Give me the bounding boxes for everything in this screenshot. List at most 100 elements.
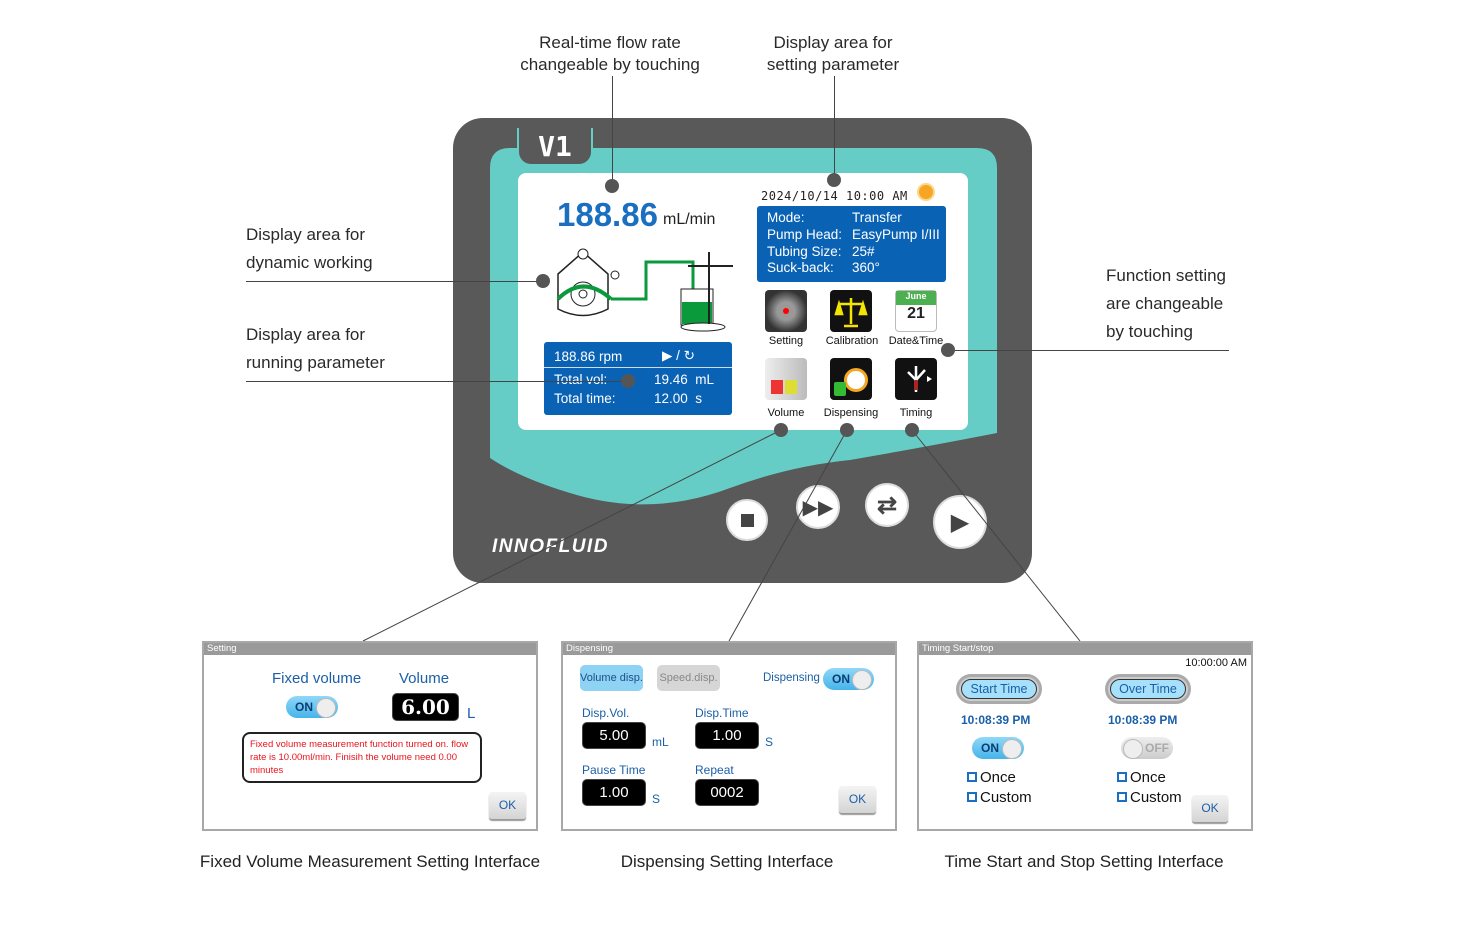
- start-time-button[interactable]: Start Time: [956, 674, 1042, 704]
- datetime-display: 2024/10/14 10:00 AM: [761, 189, 908, 203]
- gear-icon[interactable]: [765, 290, 807, 332]
- over-time-toggle[interactable]: OFF: [1121, 737, 1173, 759]
- annotation-setting-parameter: Display area for setting parameter: [767, 32, 899, 76]
- panel-title: Dispensing: [563, 643, 895, 655]
- info-row-pump-head: Pump Head:EasyPump I/III: [767, 227, 940, 242]
- stopwatch-icon[interactable]: [830, 358, 872, 400]
- fixed-volume-toggle[interactable]: ON: [286, 696, 338, 718]
- function-datetime-label[interactable]: Date&Time: [888, 335, 944, 347]
- ok-button[interactable]: OK: [1192, 795, 1228, 822]
- pause-time-label: Pause Time: [582, 763, 646, 777]
- ok-button[interactable]: OK: [839, 786, 876, 813]
- stop-button[interactable]: [726, 499, 768, 541]
- panel-title: Setting: [204, 643, 536, 655]
- leader-line: [948, 350, 1229, 351]
- start-time-label: Start Time: [961, 679, 1037, 699]
- caption-timing: Time Start and Stop Setting Interface: [944, 852, 1224, 871]
- volume-unit: L: [467, 705, 476, 722]
- pump-illustration: [556, 248, 733, 332]
- function-volume-label[interactable]: Volume: [767, 407, 805, 419]
- ok-button[interactable]: OK: [489, 792, 526, 819]
- start-time-value: 10:08:39 PM: [961, 713, 1031, 727]
- info-row-mode: Mode:Transfer: [767, 210, 902, 225]
- timing-panel: Timing Start/stop 10:00:00 AM Start Time…: [917, 641, 1253, 831]
- annotation-line: dynamic working: [246, 253, 373, 272]
- total-vol-value: 19.46 mL: [654, 372, 715, 387]
- over-time-label: Over Time: [1110, 679, 1186, 699]
- dispensing-label: Dispensing: [763, 672, 820, 684]
- annotation-line: Display area for: [246, 225, 366, 244]
- annotation-line: running parameter: [246, 353, 385, 372]
- annotation-line: Display area for: [246, 325, 366, 344]
- calendar-month: June: [896, 291, 936, 305]
- pause-time-input[interactable]: 1.00: [582, 779, 646, 806]
- leader-dot: [621, 374, 635, 388]
- leader-dot: [827, 173, 841, 187]
- disp-vol-label: Disp.Vol.: [582, 706, 630, 720]
- over-custom-checkbox[interactable]: Custom: [1117, 789, 1182, 806]
- scale-icon[interactable]: [830, 290, 872, 332]
- annotation-line: by touching: [1106, 322, 1193, 341]
- annotation-line: setting parameter: [766, 55, 900, 74]
- over-once-checkbox[interactable]: Once: [1117, 769, 1166, 786]
- rpm-value: 188.86 rpm: [554, 349, 623, 364]
- fast-forward-icon: ▶▶: [802, 496, 834, 519]
- disp-time-unit: S: [765, 735, 774, 749]
- flow-rate-unit: mL/min: [663, 211, 716, 228]
- info-message: Fixed volume measurement function turned…: [242, 732, 482, 783]
- annotation-line: changeable by touching: [520, 55, 700, 74]
- model-tab: V1: [517, 128, 593, 166]
- panel-title: Timing Start/stop: [919, 643, 1251, 655]
- caption-dispensing: Dispensing Setting Interface: [620, 852, 834, 871]
- function-dispensing-label[interactable]: Dispensing: [823, 407, 879, 419]
- calendar-icon[interactable]: June 21: [895, 290, 937, 332]
- start-custom-checkbox[interactable]: Custom: [967, 789, 1032, 806]
- leader-dot: [605, 179, 619, 193]
- fixed-volume-panel: Setting Fixed volume Volume ON 6.00 L Fi…: [202, 641, 538, 831]
- volume-input[interactable]: 6.00: [392, 693, 459, 721]
- leader-dot: [905, 423, 919, 437]
- flow-rate-value[interactable]: 188.86: [557, 196, 658, 233]
- info-row-tubing-size: Tubing Size:25#: [767, 244, 875, 259]
- flask-icon[interactable]: [765, 358, 807, 400]
- start-time-toggle[interactable]: ON: [972, 737, 1024, 759]
- total-time-label: Total time:: [554, 391, 616, 406]
- start-once-checkbox[interactable]: Once: [967, 769, 1016, 786]
- calendar-day: 21: [907, 305, 925, 322]
- dispensing-toggle[interactable]: ON: [823, 668, 874, 690]
- annotation-running-parameter: Display area for running parameter: [246, 321, 385, 377]
- dispensing-panel: Dispensing Volume disp. Speed.disp. Disp…: [561, 641, 897, 831]
- fixed-volume-label: Fixed volume: [272, 670, 362, 687]
- play-button[interactable]: ▶: [933, 495, 987, 549]
- function-setting-label[interactable]: Setting: [768, 335, 804, 347]
- total-time-value: 12.00 s: [654, 391, 703, 406]
- disp-time-input[interactable]: 1.00: [695, 722, 759, 749]
- running-parameter-box: 188.86 rpm ▶ / ↻ Total vol: 19.46 mL Tot…: [544, 342, 732, 415]
- play-icon: ▶: [950, 508, 970, 536]
- function-timing-label[interactable]: Timing: [899, 407, 933, 419]
- disp-vol-input[interactable]: 5.00: [582, 722, 646, 749]
- setting-parameter-box[interactable]: Mode:Transfer Pump Head:EasyPump I/III T…: [757, 206, 946, 282]
- disp-vol-unit: mL: [652, 735, 669, 749]
- annotation-line: Function setting: [1106, 266, 1227, 285]
- annotation-function-setting: Function setting are changeable by touch…: [1106, 262, 1226, 346]
- speed-disp-button[interactable]: Speed.disp.: [657, 665, 720, 691]
- over-time-button[interactable]: Over Time: [1105, 674, 1191, 704]
- annotation-line: Real-time flow rate: [539, 33, 681, 52]
- leader-line: [612, 76, 613, 186]
- volume-disp-button[interactable]: Volume disp.: [580, 665, 643, 691]
- brand-logo: INNOFLUID: [492, 536, 609, 557]
- leader-dot: [774, 423, 788, 437]
- over-time-value: 10:08:39 PM: [1108, 713, 1178, 727]
- total-vol-label: Total vol:: [554, 372, 608, 387]
- annotation-flow-rate: Real-time flow rate changeable by touchi…: [520, 32, 700, 76]
- leader-dot: [941, 343, 955, 357]
- alarm-clock-icon[interactable]: [917, 183, 935, 201]
- repeat-input[interactable]: 0002: [695, 779, 759, 806]
- reverse-button[interactable]: ⇄: [865, 483, 909, 527]
- leader-dot: [536, 274, 550, 288]
- function-calibration-label[interactable]: Calibration: [825, 335, 879, 347]
- clock-icon[interactable]: [895, 358, 937, 400]
- fast-forward-button[interactable]: ▶▶: [796, 485, 840, 529]
- volume-label: Volume: [399, 670, 450, 687]
